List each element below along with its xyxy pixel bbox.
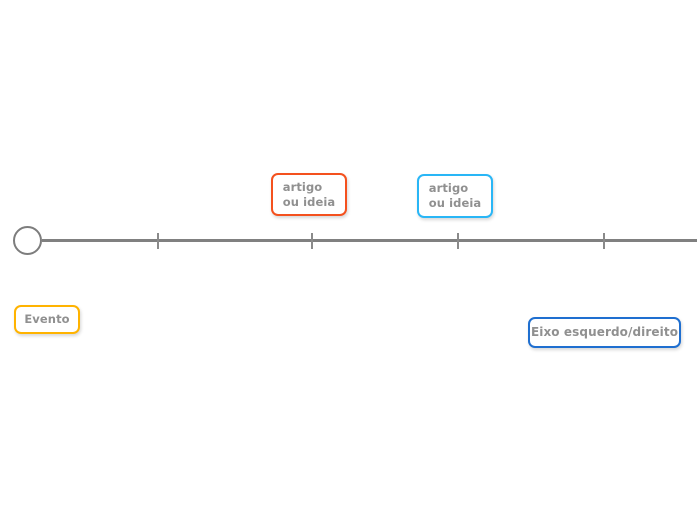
node-evento[interactable]: Evento [14,305,80,334]
timeline-start-circle-icon[interactable] [13,226,42,255]
node-artigo-ou-ideia-orange[interactable]: artigo ou ideia [271,173,347,216]
timeline-tick-2 [311,233,314,249]
timeline-tick-1 [157,233,160,249]
node-artigo-ou-ideia-blue-label: artigo ou ideia [428,181,482,210]
timeline-axis-line [42,239,697,242]
timeline-tick-4 [603,233,606,249]
node-eixo-esquerdo-direito-label: Eixo esquerdo/direito [530,324,679,339]
node-evento-label: Evento [24,312,70,327]
node-artigo-ou-ideia-orange-label: artigo ou ideia [282,179,336,209]
node-artigo-ou-ideia-blue[interactable]: artigo ou ideia [417,174,493,218]
node-eixo-esquerdo-direito[interactable]: Eixo esquerdo/direito [528,317,681,348]
timeline-tick-3 [457,233,460,249]
